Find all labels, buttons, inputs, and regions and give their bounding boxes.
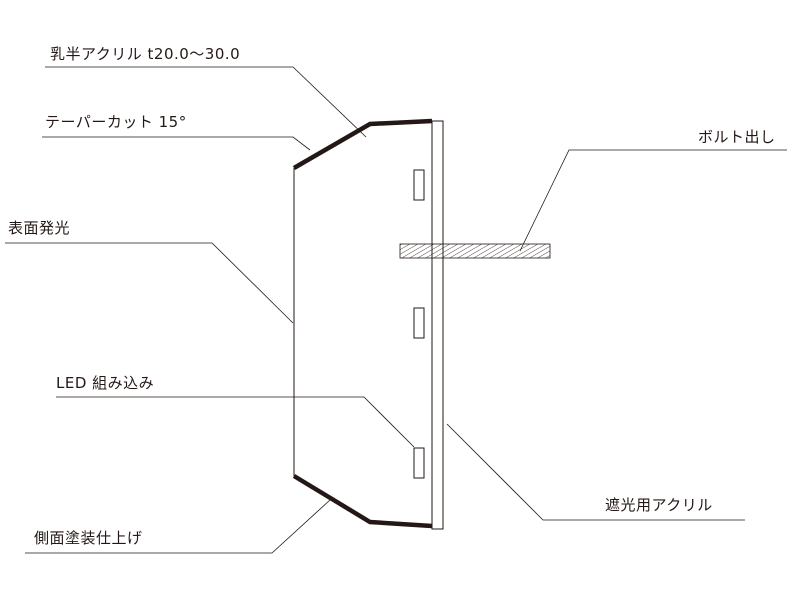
label-shade-acrylic: 遮光用アクリル [605, 496, 713, 514]
leader-side [25, 499, 331, 554]
shade-acrylic-plate [431, 120, 444, 530]
leader-led [56, 396, 415, 448]
led-module [413, 447, 425, 479]
label-surface-light: 表面発光 [8, 219, 71, 237]
leader-lines [5, 66, 787, 554]
leader-shade [446, 423, 745, 521]
acrylic-body [292, 118, 444, 530]
top-taper-edge [292, 118, 433, 170]
bolt-shaft [399, 243, 551, 259]
leader-surface [5, 242, 294, 324]
label-bolt: ボルト出し [698, 128, 776, 146]
label-led: LED 組み込み [56, 374, 155, 392]
led-module [413, 169, 425, 201]
label-taper-cut: テーパーカット 15° [45, 113, 187, 131]
leader-taper [42, 136, 311, 151]
led-modules [413, 169, 425, 479]
bottom-taper-edge [292, 474, 433, 529]
label-acrylic: 乳半アクリル t20.0～30.0 [50, 45, 241, 63]
label-side-paint: 側面塗装仕上げ [34, 529, 143, 547]
leader-acrylic [45, 66, 367, 138]
led-module [413, 307, 425, 339]
leader-bolt [519, 149, 787, 252]
